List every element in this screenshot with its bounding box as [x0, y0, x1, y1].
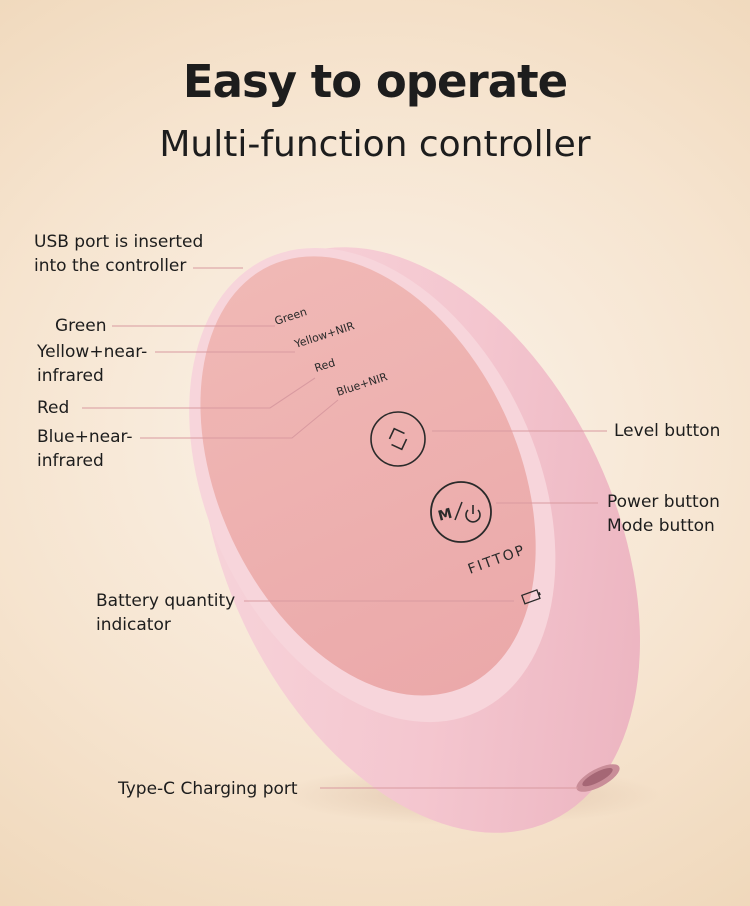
typec-port: [576, 764, 620, 792]
page-subtitle: Multi-function controller: [159, 124, 591, 165]
callout-line-blue: [140, 399, 339, 439]
mode-letter: M: [436, 506, 454, 525]
level-button[interactable]: [370, 411, 426, 467]
controller-body: [189, 247, 640, 833]
callout-usb-port: USB port is inserted into the controller: [34, 232, 204, 276]
callout-yellow-nir: Yellow+near- infrared: [37, 342, 148, 386]
callout-level-button: Level button: [614, 421, 721, 441]
callout-blue-nir: Blue+near- infrared: [37, 427, 133, 471]
battery-icon: [520, 589, 541, 605]
callout-green: Green: [55, 316, 107, 336]
callout-typec-port: Type-C Charging port: [118, 779, 298, 799]
control-panel: [200, 256, 536, 696]
power-mode-button[interactable]: M: [430, 481, 492, 543]
page-title: Easy to operate: [182, 55, 568, 108]
power-icon: [465, 505, 481, 523]
callout-line-red: [82, 377, 316, 409]
callout-battery-indicator: Battery quantity indicator: [96, 591, 236, 635]
callout-red: Red: [37, 398, 70, 418]
callout-power-mode-button: Power button Mode button: [607, 492, 720, 536]
level-up-down-icon: [388, 427, 408, 451]
panel-label-red: Red: [313, 356, 337, 375]
